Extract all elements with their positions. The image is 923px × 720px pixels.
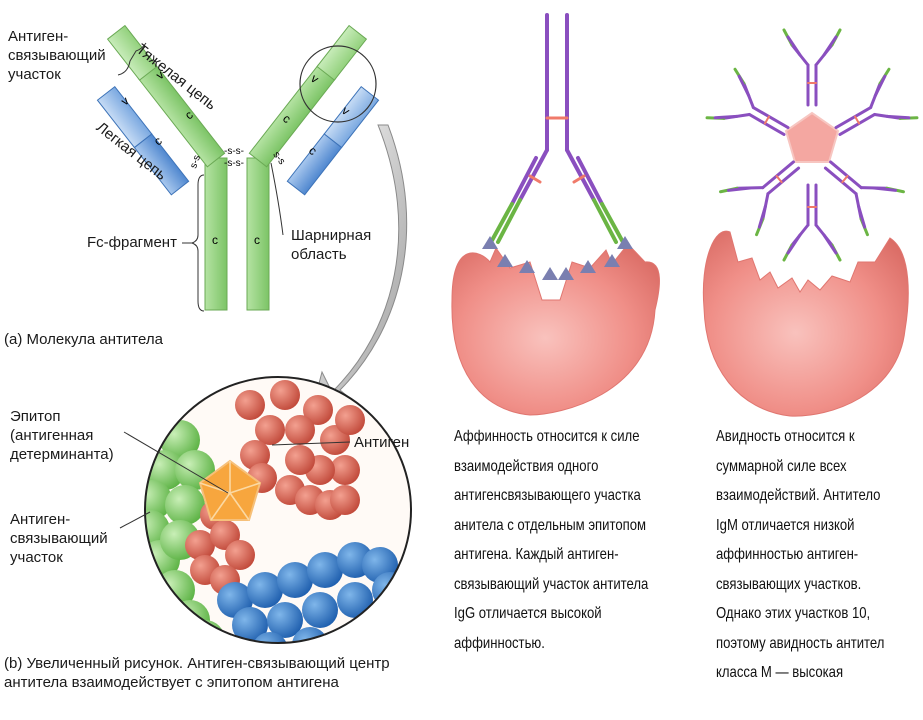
- magnified-circle: [144, 376, 412, 644]
- igg-antibody: [482, 13, 633, 280]
- disulfide-hinge-1: -s-s-: [224, 146, 244, 157]
- fc-bracket: [190, 174, 205, 312]
- avidity-text: Авидность относится к суммарной силе все…: [716, 428, 885, 681]
- igg-affinity-figure: [451, 13, 660, 416]
- fc-fragment-label: Fc-фрагмент: [87, 234, 177, 251]
- igm-avidity-figure: [702, 28, 919, 417]
- domain-c-fc-right: c: [254, 233, 260, 247]
- igm-antibody: [705, 28, 919, 262]
- binding-site-leader: [119, 511, 151, 529]
- disulfide-left-light: s-s: [188, 154, 203, 170]
- disulfide-hinge-2: -s-s-: [224, 158, 244, 169]
- antibody-molecule: [96, 24, 380, 311]
- antigen-body-affinity: [451, 243, 660, 416]
- antigen-body-avidity: [702, 230, 909, 417]
- affinity-text: Аффинность относится к силе взаимодейств…: [454, 428, 649, 652]
- epitope-leader: [123, 431, 229, 494]
- domain-c-fc-left: c: [212, 233, 218, 247]
- caption-b: (b) Увеличенный рисунок. Антиген-связыва…: [4, 655, 390, 691]
- igm-pentamer-core: [784, 111, 840, 163]
- binding-site-bracket: [117, 42, 147, 76]
- binding-site-label-b: Антиген- связывающий участок: [10, 511, 108, 566]
- epitope-label: Эпитоп (антигенная детерминанта): [10, 408, 114, 463]
- epitope-shape: [198, 459, 262, 521]
- antigen-label: Антиген: [354, 434, 410, 451]
- antigen-leader: [271, 441, 351, 446]
- hinge-region-label: Шарнирная область: [291, 227, 372, 263]
- hinge-leader: [270, 162, 284, 236]
- binding-site-label: Антиген- связывающий участок: [8, 28, 106, 83]
- caption-a: (a) Молекула антитела: [4, 331, 163, 348]
- zoom-circle: [299, 45, 377, 123]
